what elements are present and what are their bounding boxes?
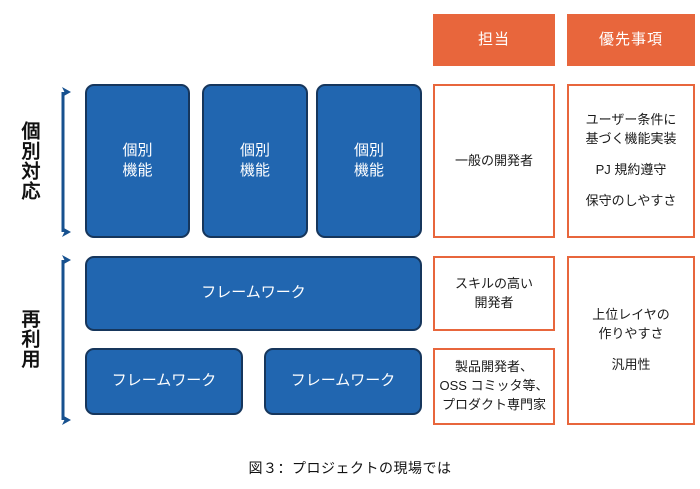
column-header-owner-label: 担当 (477, 31, 510, 48)
priority-cell-reuse-para1-line1: 上位レイヤの (592, 307, 670, 323)
individual-feature-box-1-text: 個別 機能 (122, 141, 152, 182)
framework-box-wide: フレームワーク (85, 256, 422, 331)
individual-feature-box-2-line2: 機能 (239, 162, 270, 179)
column-header-priority-label: 優先事項 (598, 31, 663, 48)
framework-box-2: フレームワーク (264, 348, 422, 415)
priority-cell-reuse-para2: 汎用性 (611, 356, 650, 375)
priority-cell-individual-para1-line1: ユーザー条件に (585, 112, 677, 128)
individual-feature-box-2-line1: 個別 (239, 141, 270, 159)
individual-feature-box-2: 個別 機能 (202, 84, 308, 238)
priority-cell-reuse-para2-line1: 汎用性 (611, 356, 651, 372)
framework-box-1-label: フレームワーク (111, 372, 217, 390)
individual-feature-box-3-line1: 個別 (353, 141, 384, 159)
individual-feature-box-1-line1: 個別 (122, 141, 153, 159)
individual-feature-box-1: 個別 機能 (85, 84, 190, 238)
priority-cell-individual-para3-line1: 保守のしやすさ (585, 192, 677, 208)
individual-feature-box-2-text: 個別 機能 (240, 141, 270, 182)
owner-cell-reuse-lower-text: 製品開発者、 OSS コミッタ等、 プロダクト専門家 (439, 358, 548, 415)
priority-cell-individual-para3: 保守のしやすさ (586, 192, 677, 211)
axis-category-reuse: 再利用 (10, 253, 48, 425)
individual-feature-box-3-line2: 機能 (353, 162, 384, 179)
column-header-owner: 担当 (433, 14, 555, 66)
priority-cell-individual-para1: ユーザー条件に 基づく機能実装 (585, 111, 676, 149)
owner-cell-reuse-upper-line1: スキルの高い (454, 275, 533, 291)
priority-cell-reuse-para1: 上位レイヤの 作りやすさ (592, 306, 670, 344)
range-arrow-reuse (61, 255, 71, 425)
individual-feature-box-3: 個別 機能 (316, 84, 422, 238)
figure-caption: 図３：プロジェクトの現場では (248, 460, 452, 476)
owner-cell-reuse-lower-line3: プロダクト専門家 (441, 396, 546, 412)
owner-cell-reuse-lower-line2: OSS コミッタ等、 (439, 378, 549, 394)
axis-category-individual: 個別対応 (10, 85, 48, 237)
owner-cell-individual-line1: 一般の開発者 (454, 152, 533, 168)
owner-cell-reuse-upper: スキルの高い 開発者 (433, 256, 555, 331)
priority-cell-individual-para2: PJ 規約遵守 (596, 161, 667, 180)
owner-cell-reuse-upper-line2: 開発者 (474, 294, 514, 310)
owner-cell-reuse-lower-line1: 製品開発者、 (454, 359, 533, 375)
individual-feature-box-3-text: 個別 機能 (354, 141, 384, 182)
framework-box-2-label: フレームワーク (290, 372, 396, 390)
priority-cell-reuse-para1-line2: 作りやすさ (598, 326, 664, 342)
owner-cell-reuse-upper-text: スキルの高い 開発者 (455, 275, 533, 313)
priority-cell-reuse: 上位レイヤの 作りやすさ 汎用性 (567, 256, 695, 425)
framework-box-1: フレームワーク (85, 348, 243, 415)
individual-feature-box-1-line2: 機能 (122, 162, 153, 179)
range-arrow-individual (61, 87, 71, 237)
priority-cell-individual-para2-line1: PJ 規約遵守 (595, 162, 667, 177)
axis-category-reuse-label: 再利用 (18, 309, 40, 369)
column-header-priority: 優先事項 (567, 14, 695, 66)
priority-cell-individual-para1-line2: 基づく機能実装 (585, 131, 677, 147)
axis-category-individual-label: 個別対応 (18, 121, 40, 201)
priority-cell-individual: ユーザー条件に 基づく機能実装 PJ 規約遵守 保守のしやすさ (567, 84, 695, 238)
framework-box-wide-label: フレームワーク (201, 284, 306, 302)
owner-cell-reuse-lower: 製品開発者、 OSS コミッタ等、 プロダクト専門家 (433, 348, 555, 425)
owner-cell-individual: 一般の開発者 (433, 84, 555, 238)
